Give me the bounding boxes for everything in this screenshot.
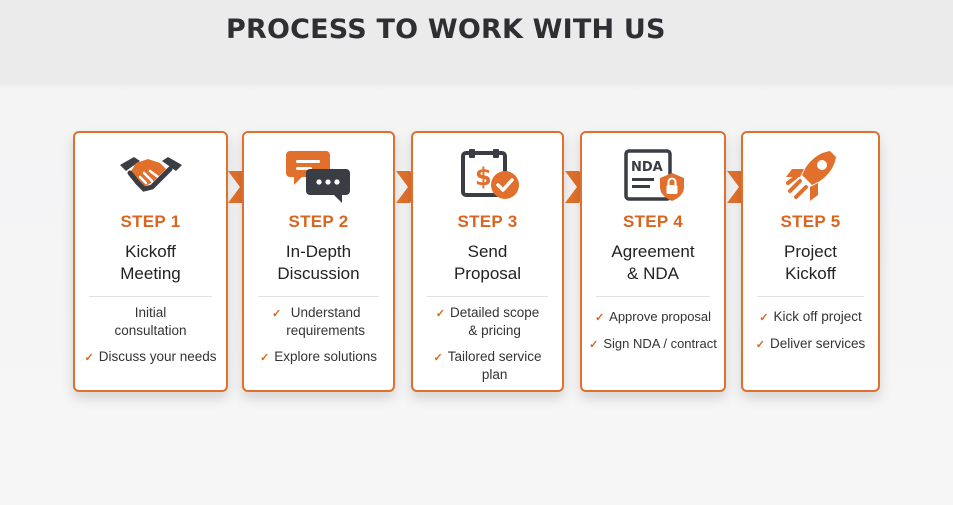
check-icon: ✓ [589,339,599,351]
divider [427,296,548,297]
check-icon: ✓ [271,308,282,320]
nda-document-icon: NDA [582,147,724,203]
check-icon: ✓ [84,352,94,364]
rocket-icon [743,147,878,203]
step-point: ✓Discuss your needs [75,348,226,367]
svg-text:$: $ [475,163,492,191]
step-point: ✓Detailed scope& pricing [435,305,540,338]
step-points: ✓Detailed scope& pricing ✓Tailored servi… [413,304,562,392]
step-label: STEP 2 [288,212,349,231]
header-band [0,0,953,84]
step-label: STEP 1 [120,212,181,231]
check-icon: ✓ [433,352,443,364]
step-points: ✓Kick off project ✓Deliver services [743,308,878,362]
svg-text:NDA: NDA [631,160,663,175]
divider [89,296,212,297]
step-label: STEP 3 [457,212,518,231]
step-points: ✓Approve proposal ✓Sign NDA / contract [582,308,724,362]
divider [596,296,710,297]
chat-bubbles-icon [244,147,393,203]
divider [757,296,864,297]
step-point: ✓Explore solutions [244,348,393,367]
check-icon: ✓ [435,308,445,320]
step-label: STEP 5 [780,212,841,231]
step-point: ✓Kick off project [743,308,878,327]
check-icon: ✓ [259,352,270,364]
step-label: STEP 4 [622,212,684,231]
check-icon: ✓ [755,339,765,351]
handshake-icon [75,147,226,203]
step-title: Agreement& NDA [611,242,695,283]
check-icon: ✓ [759,312,769,324]
divider [258,296,379,297]
step-point: ✓Sign NDA / contract [582,335,724,354]
proposal-dollar-icon: $ [413,147,562,203]
step-card-4: NDA STEP 4 Agreement& NDA ✓Approve propo… [580,131,726,392]
check-icon: ✓ [594,312,605,324]
page-title: PROCESS TO WORK WITH US [226,14,666,45]
step-point: ✓Deliver services [743,335,878,354]
step-point: ✓Approve proposal [582,308,724,327]
